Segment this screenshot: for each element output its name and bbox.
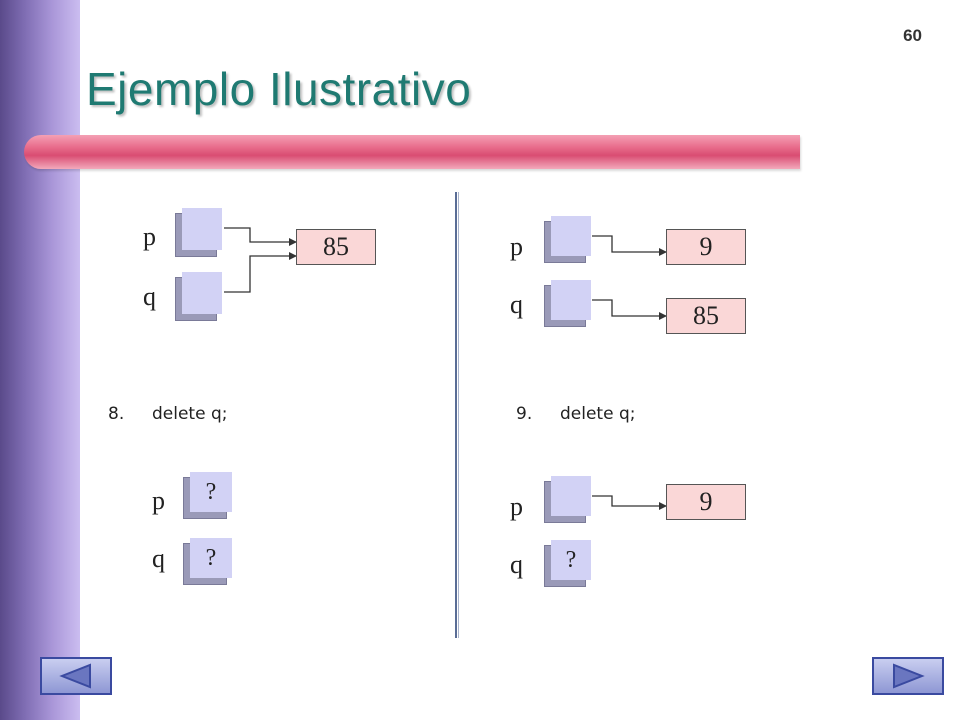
slide-title: Ejemplo Ilustrativo <box>86 63 472 115</box>
node-85: 85 <box>666 298 746 334</box>
label-p: p <box>510 492 523 521</box>
label-q: q <box>152 544 165 573</box>
pointer-box-p <box>182 208 222 250</box>
triangle-left-icon <box>59 663 91 689</box>
pointer-box-q: ? <box>190 538 232 578</box>
label-p: p <box>510 232 523 261</box>
label-p: p <box>143 222 156 251</box>
sidebar-decoration <box>0 0 80 720</box>
pointer-box-q: ? <box>551 540 591 580</box>
triangle-right-icon <box>893 663 925 689</box>
title-underline-bar <box>24 135 800 169</box>
vertical-divider-shadow <box>458 192 459 638</box>
page-number: 60 <box>903 26 922 45</box>
next-slide-button[interactable] <box>872 657 944 695</box>
label-q: q <box>143 282 156 311</box>
code-line-number: 8. <box>108 404 125 424</box>
code-line-8: 8. delete q; <box>108 404 227 424</box>
pointer-box-q <box>182 272 222 314</box>
pointer-box-p <box>551 476 591 516</box>
code-statement: delete q; <box>152 404 228 424</box>
code-statement: delete q; <box>560 404 636 424</box>
pointer-box-p <box>551 216 591 256</box>
code-line-9: 9. delete q; <box>516 404 635 424</box>
node-9: 9 <box>666 484 746 520</box>
node-9: 9 <box>666 229 746 265</box>
arrow-p-to-9-bottom <box>592 495 667 510</box>
node-85: 85 <box>296 229 376 265</box>
label-q: q <box>510 550 523 579</box>
arrow-q-to-85-right <box>592 299 667 320</box>
label-p: p <box>152 486 165 515</box>
code-line-number: 9. <box>516 404 533 424</box>
previous-slide-button[interactable] <box>40 657 112 695</box>
label-q: q <box>510 290 523 319</box>
arrow-p-to-9 <box>592 235 667 256</box>
pointer-box-q <box>551 280 591 320</box>
vertical-divider <box>455 192 457 638</box>
pointer-box-p: ? <box>190 472 232 512</box>
arrow-q-to-85 <box>224 252 297 293</box>
arrow-p-to-85 <box>224 227 297 246</box>
